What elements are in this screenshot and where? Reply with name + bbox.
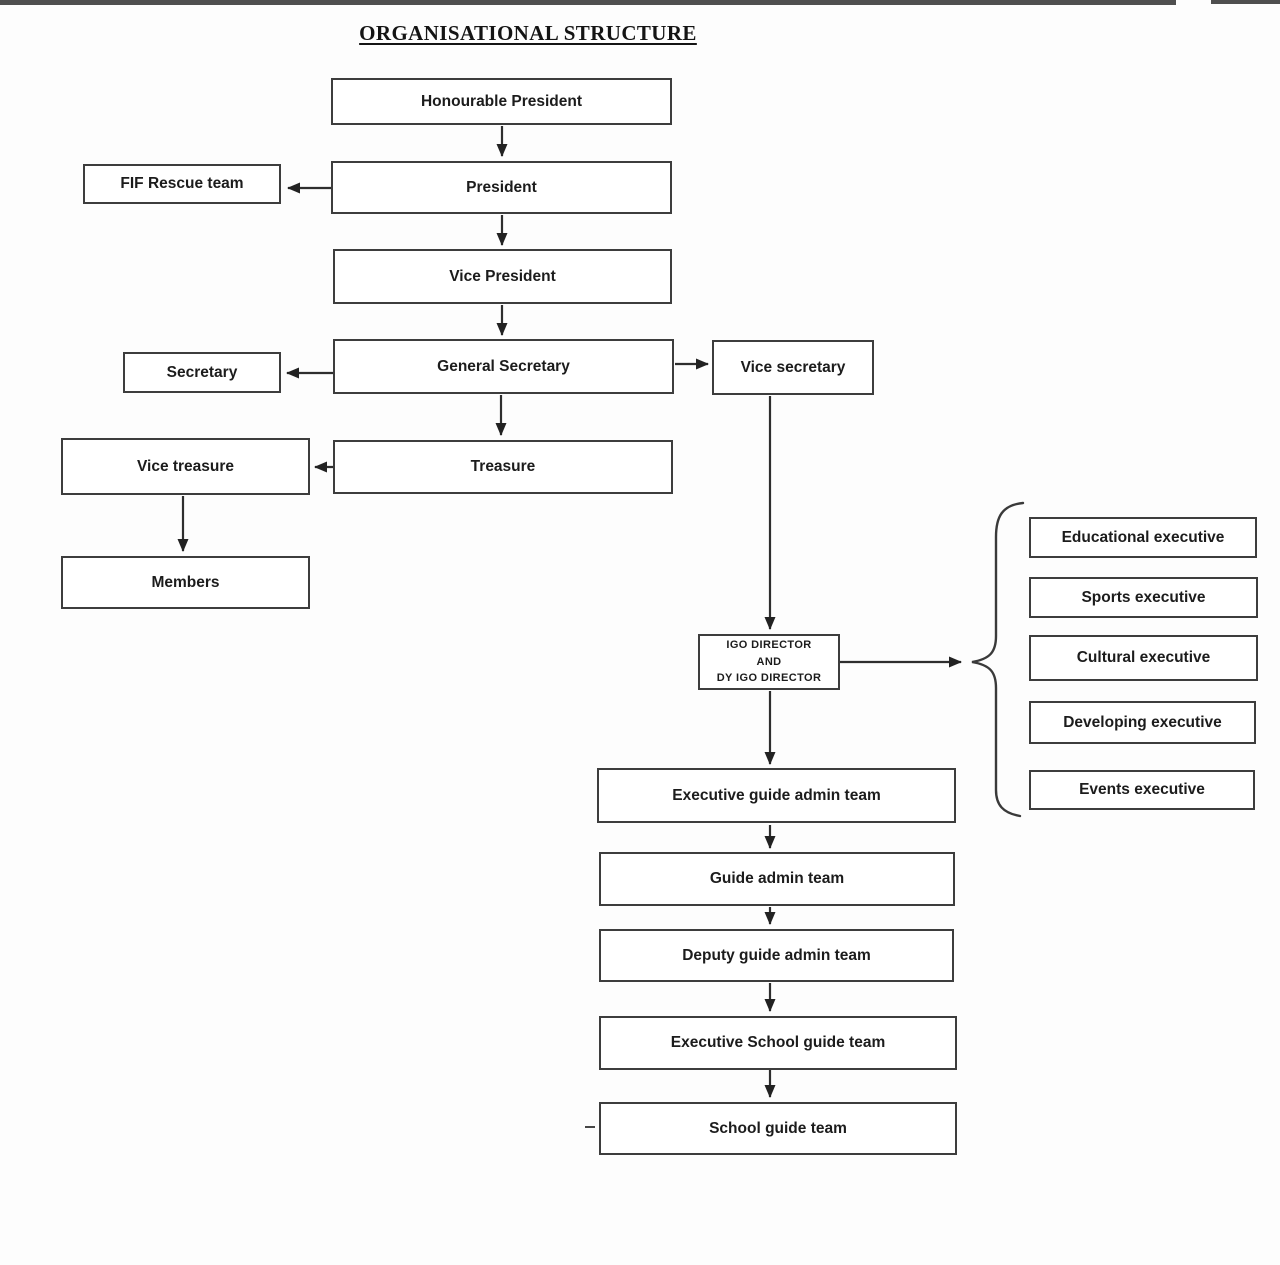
- node-vice-president: Vice President: [333, 249, 672, 304]
- node-sports-executive: Sports executive: [1029, 577, 1258, 618]
- node-igo-director-line2: AND: [756, 655, 782, 668]
- node-developing-executive: Developing executive: [1029, 701, 1256, 744]
- node-deputy-guide-admin-team: Deputy guide admin team: [599, 929, 954, 982]
- stray-scan-mark: [585, 1126, 595, 1128]
- node-cultural-executive: Cultural executive: [1029, 635, 1258, 681]
- executives-curly-brace: [971, 501, 1025, 818]
- node-general-secretary: General Secretary: [333, 339, 674, 394]
- page-title: ORGANISATIONAL STRUCTURE: [359, 21, 697, 45]
- node-igo-director-line3: DY IGO DIRECTOR: [716, 672, 822, 685]
- node-treasure: Treasure: [333, 440, 673, 494]
- node-events-executive: Events executive: [1029, 770, 1255, 810]
- node-honourable-president: Honourable President: [331, 78, 672, 125]
- node-fif-rescue-team: FIF Rescue team: [83, 164, 281, 204]
- node-igo-director-line1: IGO DIRECTOR: [726, 639, 812, 652]
- node-president: President: [331, 161, 672, 214]
- node-educational-executive: Educational executive: [1029, 517, 1257, 558]
- top-scan-bar-left: [0, 0, 1176, 5]
- node-vice-treasure: Vice treasure: [61, 438, 310, 495]
- node-guide-admin-team: Guide admin team: [599, 852, 955, 906]
- node-members: Members: [61, 556, 310, 609]
- node-executive-school-guide-team: Executive School guide team: [599, 1016, 957, 1070]
- top-scan-bar-right: [1211, 0, 1280, 4]
- node-secretary: Secretary: [123, 352, 281, 393]
- node-vice-secretary: Vice secretary: [712, 340, 874, 395]
- node-school-guide-team: School guide team: [599, 1102, 957, 1155]
- node-igo-director: IGO DIRECTOR AND DY IGO DIRECTOR: [698, 634, 840, 690]
- node-executive-guide-admin-team: Executive guide admin team: [597, 768, 956, 823]
